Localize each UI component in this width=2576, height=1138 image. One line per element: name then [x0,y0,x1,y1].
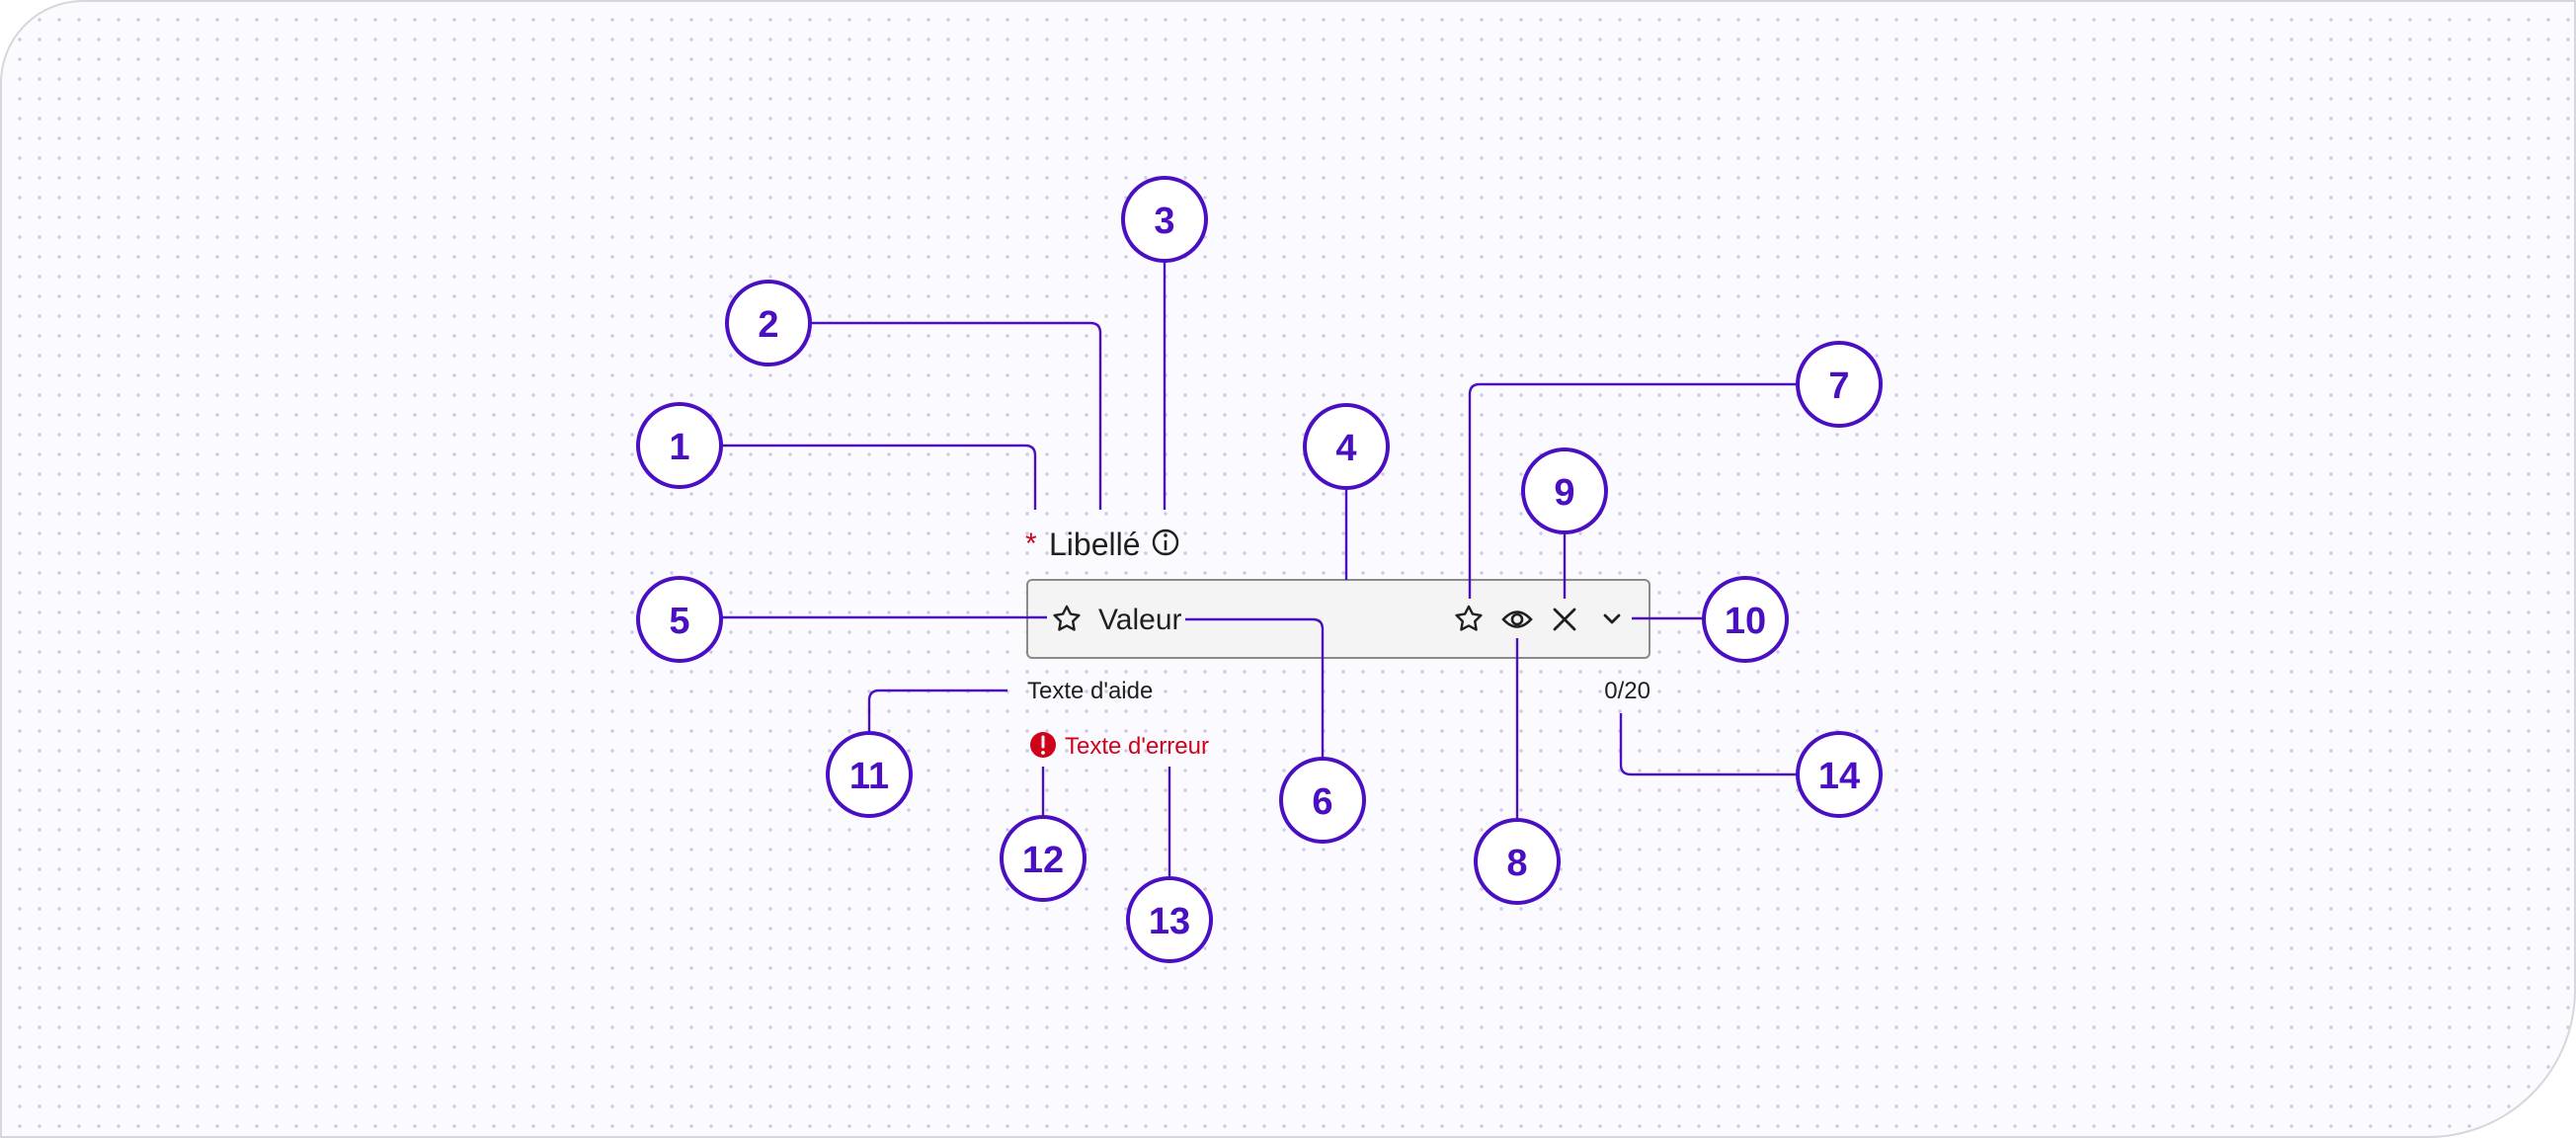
callout-marker-8: 8 [1474,818,1561,905]
leader-line-7 [1468,382,1800,599]
svg-text:2: 2 [758,304,778,346]
svg-text:4: 4 [1335,428,1356,469]
leader-line-1 [721,444,1037,510]
callout-marker-9: 9 [1521,447,1608,534]
callout-markers: 1 2 3 4 5 6 7 8 9 10 11 12 13 14 [636,176,1883,963]
callout-marker-3: 3 [1121,176,1208,263]
leader-lines [721,261,1800,876]
close-icon[interactable] [1553,608,1576,631]
trailing-star-icon[interactable] [1455,605,1483,631]
leader-line-14 [1619,713,1798,776]
leading-star-icon [1053,605,1081,631]
svg-text:7: 7 [1828,366,1849,407]
callout-marker-2: 2 [725,280,812,366]
svg-text:1: 1 [669,427,689,468]
field-label: Libellé [1049,527,1141,562]
callout-marker-7: 7 [1796,341,1883,428]
svg-text:14: 14 [1818,756,1860,797]
callout-marker-10: 10 [1702,576,1789,663]
svg-text:6: 6 [1312,781,1332,823]
callout-marker-11: 11 [826,731,913,818]
callout-marker-13: 13 [1126,876,1213,963]
error-text: Texte d'erreur [1065,733,1209,760]
chevron-down-icon[interactable] [1603,613,1621,624]
svg-text:5: 5 [669,601,689,642]
svg-text:12: 12 [1022,840,1064,881]
svg-text:13: 13 [1149,901,1190,942]
eye-icon[interactable] [1501,610,1533,628]
callout-marker-14: 14 [1796,731,1883,818]
callout-marker-6: 6 [1279,757,1366,844]
info-circle-icon[interactable] [1152,528,1179,556]
exclamation-circle-icon [1030,732,1056,758]
input-value[interactable]: Valeur [1098,604,1182,636]
svg-text:3: 3 [1154,201,1174,242]
leader-line-2 [810,321,1102,510]
leader-line-11 [867,689,1007,733]
character-counter: 0/20 [1604,678,1650,704]
svg-text:8: 8 [1506,843,1527,884]
callout-marker-12: 12 [1000,815,1087,902]
svg-text:10: 10 [1725,601,1766,642]
leader-line-6 [1185,617,1325,759]
svg-text:9: 9 [1554,472,1574,514]
text-field-component: * Libellé Valeur Texte d'aide [1025,527,1650,760]
helper-text: Texte d'aide [1027,678,1153,704]
callout-marker-4: 4 [1303,403,1390,490]
svg-text:11: 11 [849,756,889,797]
required-asterisk: * [1025,528,1037,560]
callout-marker-5: 5 [636,576,723,663]
callout-marker-1: 1 [636,402,723,489]
